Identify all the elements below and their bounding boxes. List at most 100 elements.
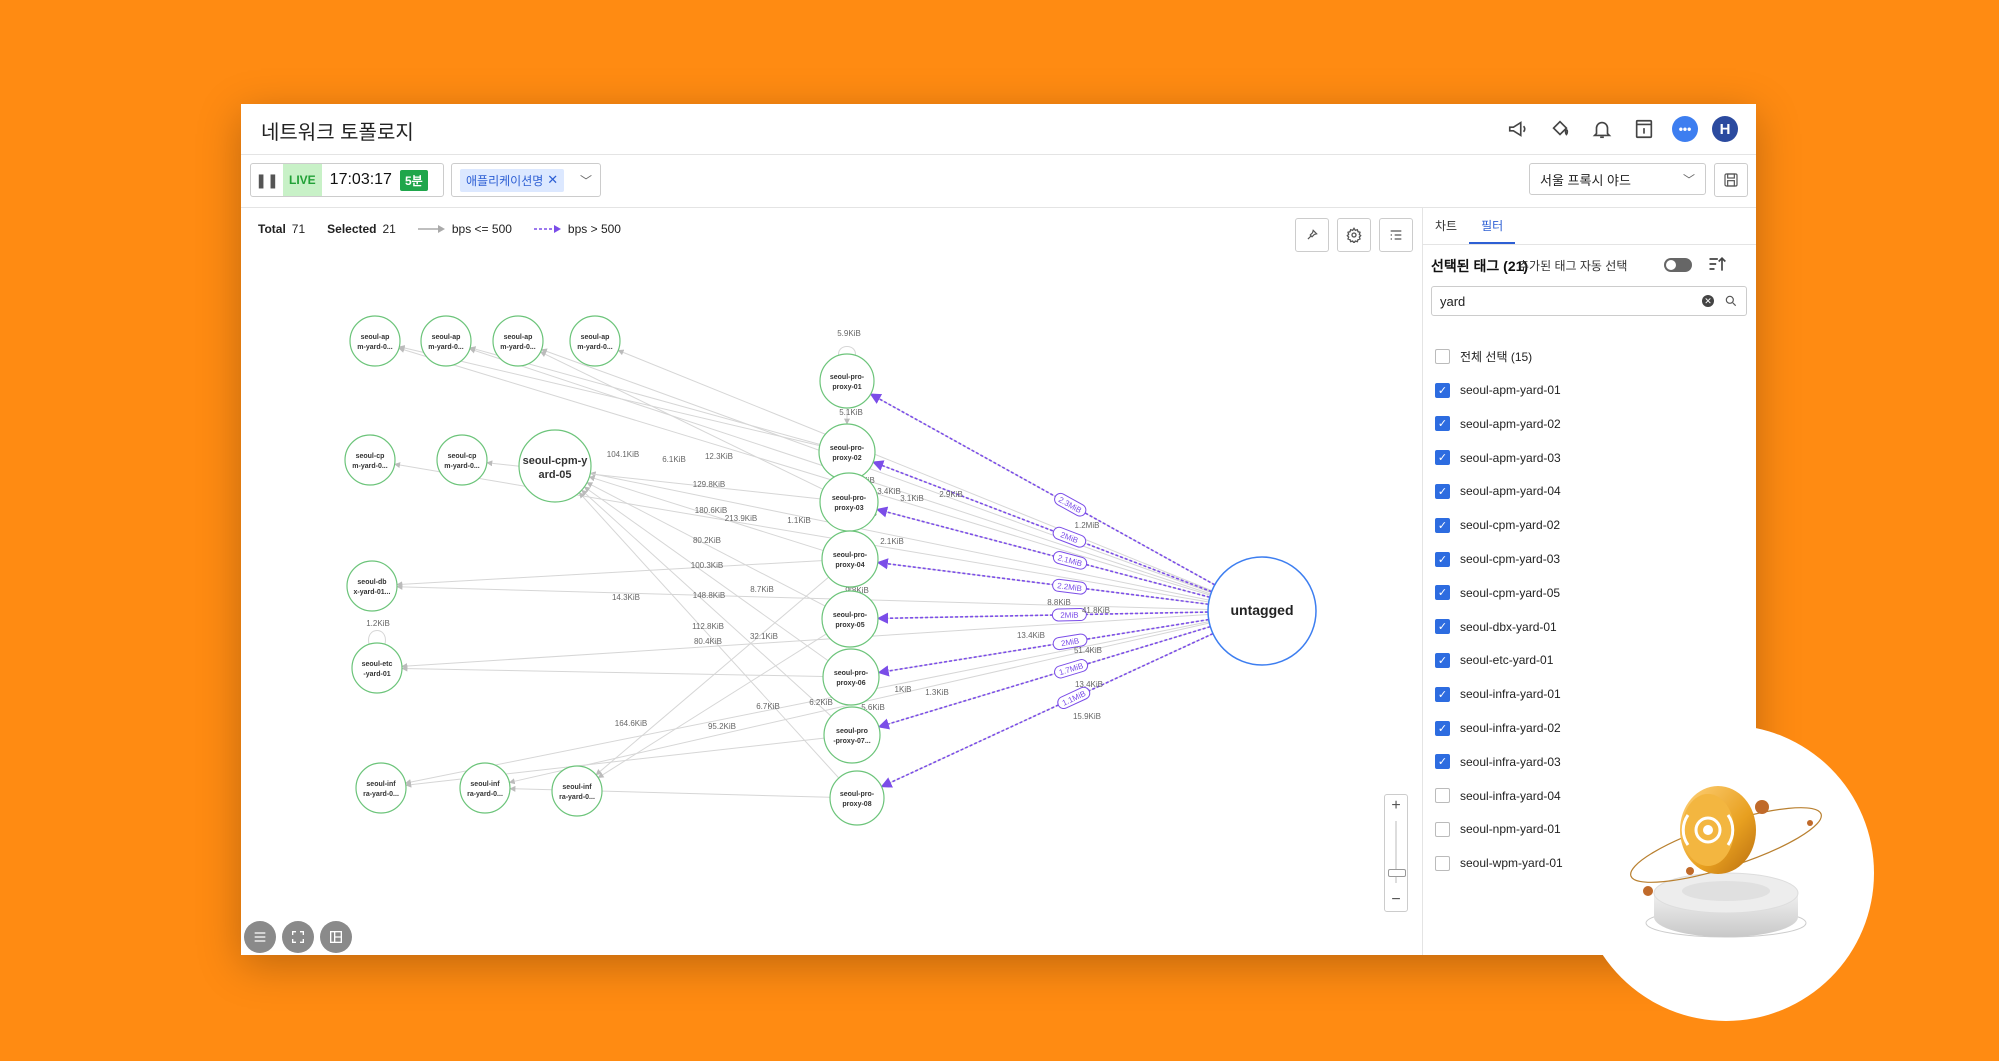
checkbox[interactable]: ✓ <box>1435 720 1450 736</box>
search-icon[interactable] <box>1724 294 1738 308</box>
pin-tool-button[interactable] <box>1295 218 1329 252</box>
node-circle[interactable] <box>436 434 488 486</box>
high-bps-edge[interactable] <box>877 618 1209 677</box>
self-loop-edge[interactable] <box>368 630 386 645</box>
high-bps-edge[interactable] <box>880 632 1214 788</box>
select-all-checkbox[interactable]: 전체 선택 (15) <box>1435 346 1532 366</box>
topology-node[interactable]: seoul-infra-yard-0... <box>551 765 603 817</box>
tab-filter[interactable]: 필터 <box>1469 208 1516 244</box>
low-bps-edge[interactable] <box>398 346 1211 596</box>
low-bps-edge[interactable] <box>540 348 1212 594</box>
sort-icon[interactable] <box>1707 254 1727 274</box>
topology-node[interactable]: seoul-apm-yard-0... <box>349 315 401 367</box>
settings-button[interactable] <box>1337 218 1371 252</box>
high-bps-edge[interactable] <box>876 558 1209 606</box>
low-bps-edge[interactable] <box>595 576 829 776</box>
low-bps-edge[interactable] <box>401 613 1209 670</box>
tag-list-item[interactable]: ✓seoul-apm-yard-01 <box>1435 380 1561 400</box>
node-circle[interactable] <box>355 762 407 814</box>
tag-list-item[interactable]: ✓seoul-apm-yard-03 <box>1435 448 1561 468</box>
checkbox[interactable]: ✓ <box>1435 619 1450 635</box>
auto-select-toggle[interactable] <box>1664 258 1692 272</box>
low-bps-edge[interactable] <box>578 492 840 779</box>
node-circle[interactable] <box>349 315 401 367</box>
topology-node[interactable]: seoul-apm-yard-0... <box>569 315 621 367</box>
checkbox[interactable]: ✓ <box>1435 483 1450 499</box>
low-bps-edge[interactable] <box>597 633 827 779</box>
checkbox[interactable]: ✓ <box>1435 517 1450 533</box>
tag-list-item[interactable]: ✓seoul-cpm-yard-02 <box>1435 515 1560 535</box>
menu-button[interactable] <box>244 921 276 953</box>
tag-list-item[interactable]: ✓seoul-apm-yard-02 <box>1435 414 1561 434</box>
tag-list-item[interactable]: ✓seoul-apm-yard-04 <box>1435 481 1561 501</box>
topology-node[interactable]: seoul-cpm-yard-05 <box>518 429 592 503</box>
checkbox[interactable]: ✓ <box>1435 652 1450 668</box>
chevron-down-icon[interactable]: ﹀ <box>579 173 592 188</box>
close-icon[interactable]: ✕ <box>547 172 559 187</box>
low-bps-edge[interactable] <box>396 583 1209 610</box>
node-circle[interactable] <box>819 472 879 532</box>
node-circle[interactable] <box>823 706 881 764</box>
node-circle[interactable] <box>459 762 511 814</box>
node-circle[interactable] <box>819 353 875 409</box>
node-circle[interactable] <box>351 642 403 694</box>
high-bps-edge[interactable] <box>876 611 1209 624</box>
topology-node[interactable]: seoul-dbx-yard-01... <box>346 560 398 612</box>
node-circle[interactable] <box>492 315 544 367</box>
node-circle[interactable] <box>518 429 592 503</box>
checkbox[interactable]: ✓ <box>1435 551 1450 567</box>
low-bps-edge[interactable] <box>401 665 824 677</box>
pause-button[interactable]: ❚❚ <box>255 171 279 188</box>
tab-chart[interactable]: 차트 <box>1435 219 1458 233</box>
zoom-handle[interactable] <box>1388 869 1406 877</box>
checkbox[interactable] <box>1435 821 1450 837</box>
node-circle[interactable] <box>344 434 396 486</box>
checkbox[interactable]: ✓ <box>1435 585 1450 601</box>
low-bps-edge[interactable] <box>583 486 829 662</box>
node-circle[interactable] <box>822 648 880 706</box>
checkbox[interactable]: ✓ <box>1435 754 1450 770</box>
topology-node[interactable]: seoul-pro-proxy-03 <box>819 472 879 532</box>
checkbox[interactable]: ✓ <box>1435 450 1450 466</box>
high-bps-edge[interactable] <box>875 506 1210 598</box>
tag-list-item[interactable]: ✓seoul-etc-yard-01 <box>1435 650 1553 670</box>
tag-list-item[interactable]: ✓seoul-infra-yard-01 <box>1435 684 1561 704</box>
low-bps-edge[interactable] <box>581 489 832 717</box>
tag-list-item[interactable]: ✓seoul-infra-yard-02 <box>1435 718 1561 738</box>
low-bps-edge[interactable] <box>394 462 1209 603</box>
checkbox[interactable] <box>1435 855 1450 871</box>
tag-selector[interactable]: 애플리케이션명 ✕ ﹀ <box>451 163 601 197</box>
checkbox[interactable]: ✓ <box>1435 416 1450 432</box>
topology-node[interactable]: seoul-pro-proxy-02 <box>818 423 876 481</box>
topology-node[interactable]: seoul-apm-yard-0... <box>492 315 544 367</box>
list-toggle-button[interactable] <box>1379 218 1413 252</box>
zoom-track[interactable] <box>1395 821 1397 883</box>
checkbox[interactable] <box>1435 348 1450 364</box>
zoom-out-button[interactable]: − <box>1391 891 1401 908</box>
high-bps-edge[interactable] <box>869 393 1216 586</box>
tag-list-item[interactable]: ✓seoul-cpm-yard-05 <box>1435 583 1560 603</box>
avatar[interactable]: H <box>1712 116 1738 142</box>
node-circle[interactable] <box>829 770 885 826</box>
live-badge[interactable]: LIVE <box>283 164 322 196</box>
clear-icon[interactable]: ✕ <box>1702 295 1714 307</box>
low-bps-edge[interactable] <box>539 351 824 490</box>
node-circle[interactable] <box>818 423 876 481</box>
topology-node[interactable]: seoul-pro-proxy-01 <box>819 353 875 409</box>
node-circle[interactable] <box>821 530 879 588</box>
megaphone-icon[interactable] <box>1504 115 1532 143</box>
paint-bucket-icon[interactable] <box>1546 115 1574 143</box>
fullscreen-button[interactable] <box>282 921 314 953</box>
node-circle[interactable] <box>346 560 398 612</box>
topology-node[interactable]: seoul-pro-proxy-06 <box>822 648 880 706</box>
tag-search-input[interactable]: yard ✕ <box>1431 286 1747 316</box>
tag-list-item[interactable]: ✓seoul-cpm-yard-03 <box>1435 549 1560 569</box>
high-bps-edge[interactable] <box>872 460 1212 593</box>
topology-node[interactable]: seoul-infra-yard-0... <box>355 762 407 814</box>
doc-info-icon[interactable] <box>1630 115 1658 143</box>
tag-list-item[interactable]: seoul-npm-yard-01 <box>1435 819 1561 839</box>
node-circle[interactable] <box>569 315 621 367</box>
topology-node[interactable]: seoul-infra-yard-0... <box>459 762 511 814</box>
tag-list-item[interactable]: ✓seoul-infra-yard-03 <box>1435 752 1561 772</box>
